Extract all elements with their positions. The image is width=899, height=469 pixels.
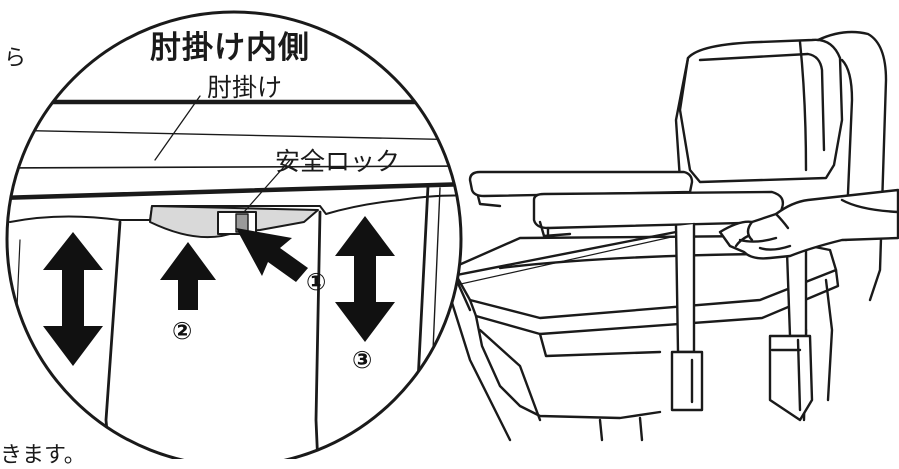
double-arrow-left-icon	[43, 232, 103, 366]
step-2-marker: ②	[172, 317, 193, 345]
cut-off-text-bottom: きます。	[0, 443, 86, 468]
diagram-illustration	[5, 10, 899, 468]
armrest-label: 肘掛け	[207, 73, 283, 102]
wheelchair-drawing	[378, 30, 899, 442]
step-1-marker: ①	[306, 268, 327, 296]
up-arrow-icon	[160, 242, 216, 310]
cut-off-text-top: ら	[4, 46, 27, 71]
armrest-lock-diagram: ら きます。 肘掛け内側 肘掛け 安全ロック ① ② ③	[0, 10, 899, 468]
safety-lock-label: 安全ロック	[275, 147, 401, 176]
diagram-title: 肘掛け内側	[150, 30, 310, 66]
double-arrow-right-icon	[335, 216, 395, 342]
zoom-detail	[5, 10, 463, 468]
step-3-marker: ③	[352, 346, 373, 374]
push-arrow-icon	[236, 228, 308, 282]
